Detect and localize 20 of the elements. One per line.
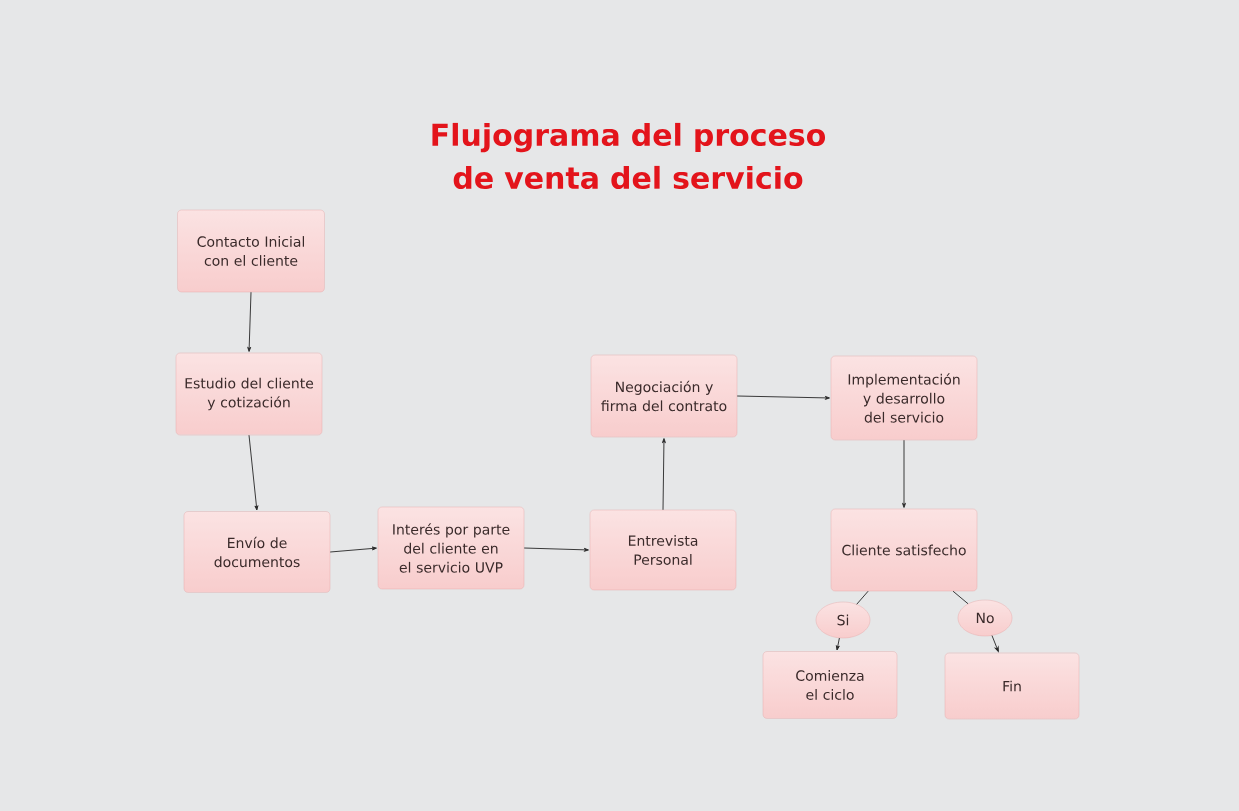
arrow (835, 637, 840, 651)
process-box: Implementación y desarrollo del servicio (830, 355, 978, 441)
arrow (661, 438, 666, 511)
process-box: Cliente satisfecho (830, 508, 978, 592)
title: Flujograma del proceso de venta del servicio (432, 122, 826, 190)
arrow (329, 546, 377, 553)
arrow (736, 395, 830, 400)
process-box: Entrevista Personal (589, 509, 737, 591)
arrow (902, 439, 906, 508)
process-box: Estudio del cliente y cotización (175, 352, 323, 436)
arrow (247, 291, 252, 352)
process-box: Fin (944, 652, 1080, 720)
process-box: Comienza el ciclo (762, 651, 898, 719)
process-box: Envío de documentos (183, 511, 331, 593)
arrow (523, 547, 589, 552)
process-box: Interés por parte del cliente en el servicio UVP (377, 506, 525, 590)
process-box: Negociación y firma del contrato (590, 354, 738, 438)
arrow (991, 635, 999, 653)
process-box: Contacto Inicial con el cliente (177, 209, 325, 293)
arrow (248, 434, 259, 511)
